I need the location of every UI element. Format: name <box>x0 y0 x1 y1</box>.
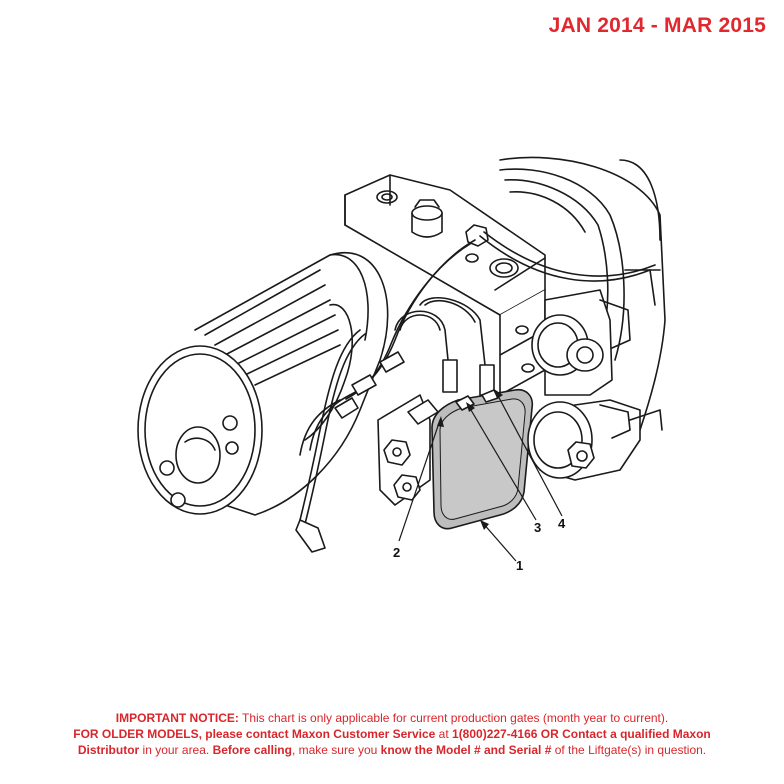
notice-in-area: in your area. <box>139 743 213 757</box>
callout-2: 2 <box>393 545 400 560</box>
notice-distributor: Distributor <box>77 743 140 757</box>
notice-line1-text: This chart is only applicable for curren… <box>238 711 669 725</box>
wiring-harness <box>295 231 656 553</box>
callout-1: 1 <box>516 558 523 573</box>
pump-assembly <box>527 289 663 481</box>
notice-at-text: at <box>435 727 453 741</box>
notice-older-models: FOR OLDER MODELS, please contact Maxon C… <box>73 727 436 741</box>
control-module <box>431 388 534 530</box>
solenoid-terminals <box>377 394 439 506</box>
valve-block <box>344 174 546 396</box>
notice-know-model: know the Model # and Serial # <box>380 743 552 757</box>
callout-leaders <box>398 391 563 562</box>
callout-4: 4 <box>558 516 566 531</box>
motor-cylinder <box>137 252 389 516</box>
notice-line-1: IMPORTANT NOTICE: This chart is only app… <box>0 710 784 726</box>
notice-of-liftgate: of the Liftgate(s) in question. <box>551 743 707 757</box>
notice-phone: 1(800)227-4166 OR Contact a qualified Ma… <box>452 727 711 741</box>
date-range-heading: JAN 2014 - MAR 2015 <box>548 14 766 37</box>
notice-before-calling: Before calling <box>212 743 292 757</box>
notice-line-3: Distributor in your area. Before calling… <box>0 742 784 758</box>
notice-line-2: FOR OLDER MODELS, please contact Maxon C… <box>0 726 784 742</box>
callout-3: 3 <box>534 520 541 535</box>
notice-make-sure: , make sure you <box>291 743 381 757</box>
important-notice: IMPORTANT NOTICE: This chart is only app… <box>0 710 784 758</box>
notice-label: IMPORTANT NOTICE: <box>115 711 239 725</box>
callout-arrowheads <box>437 389 503 530</box>
